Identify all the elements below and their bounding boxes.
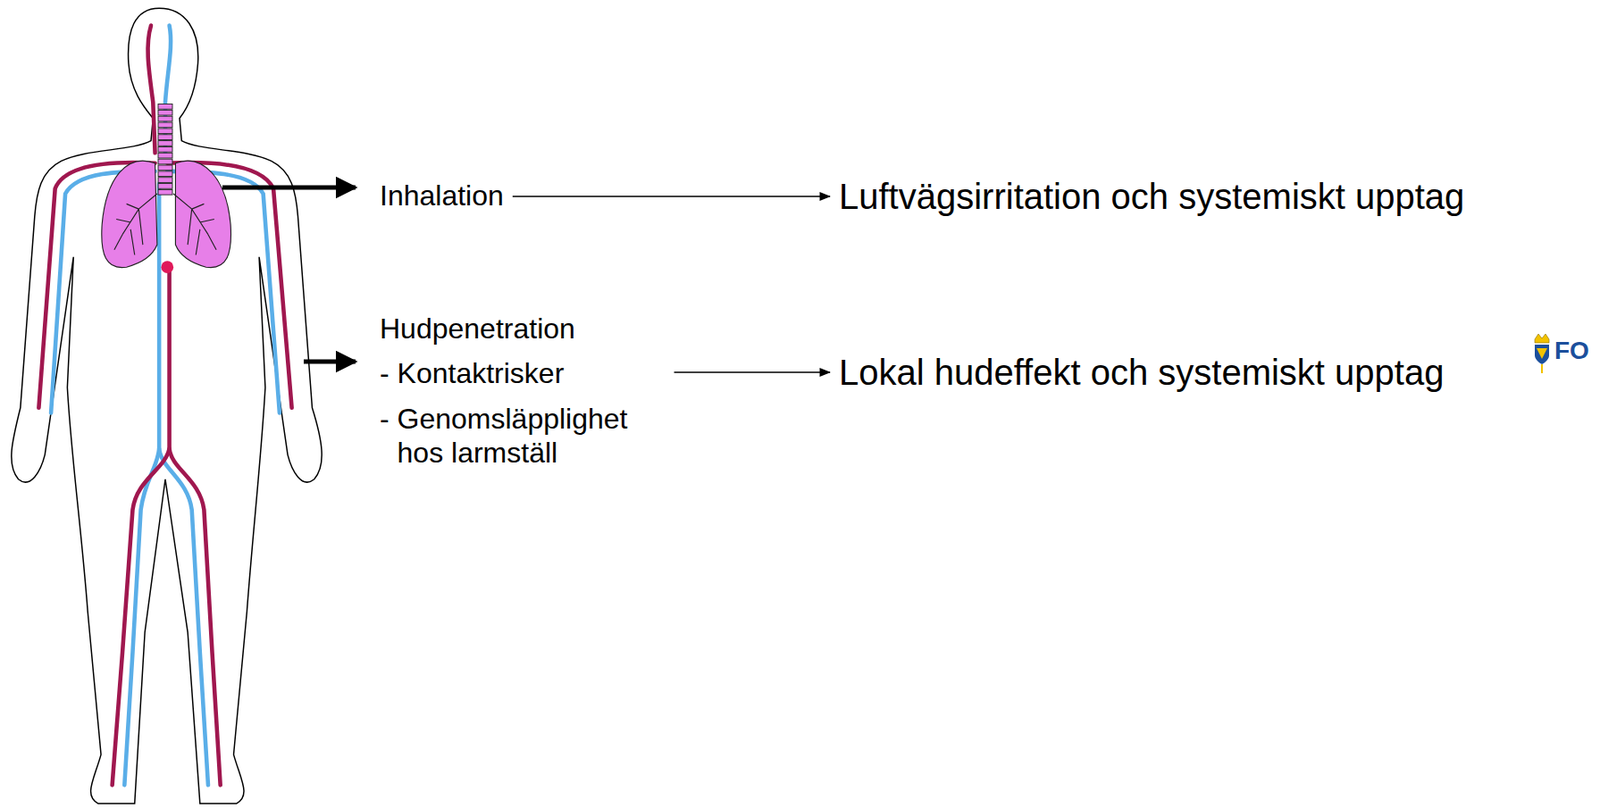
node-text: Lokal hudeffekt och systemiskt upptag (838, 351, 1444, 394)
arrow-connector (674, 371, 830, 374)
exposure-arrow (303, 360, 356, 365)
logo-text: FO (1554, 336, 1590, 366)
arrow-connector (512, 195, 830, 198)
logo-emblem (1534, 334, 1550, 374)
trachea (158, 103, 173, 195)
body-outline (11, 8, 322, 805)
node-text: Hudpenetration (379, 311, 666, 346)
text-node: Inhalation (379, 178, 504, 213)
bullet-text: - Kontaktrisker (379, 356, 666, 391)
text-node: Luftvägsirritation och systemiskt upptag (838, 175, 1465, 218)
bullet-text: - Genomsläpplighet hos larmställ (379, 402, 666, 471)
node-text: Luftvägsirritation och systemiskt upptag (838, 175, 1465, 218)
blood-vessels (38, 25, 292, 787)
text-node: Lokal hudeffekt och systemiskt upptag (838, 351, 1444, 394)
exposure-arrow (222, 185, 356, 191)
text-node: Hudpenetration - Kontaktrisker - Genomsläp… (379, 311, 666, 471)
human-figure (11, 8, 322, 805)
node-text: Inhalation (379, 178, 504, 213)
lungs (101, 160, 232, 274)
